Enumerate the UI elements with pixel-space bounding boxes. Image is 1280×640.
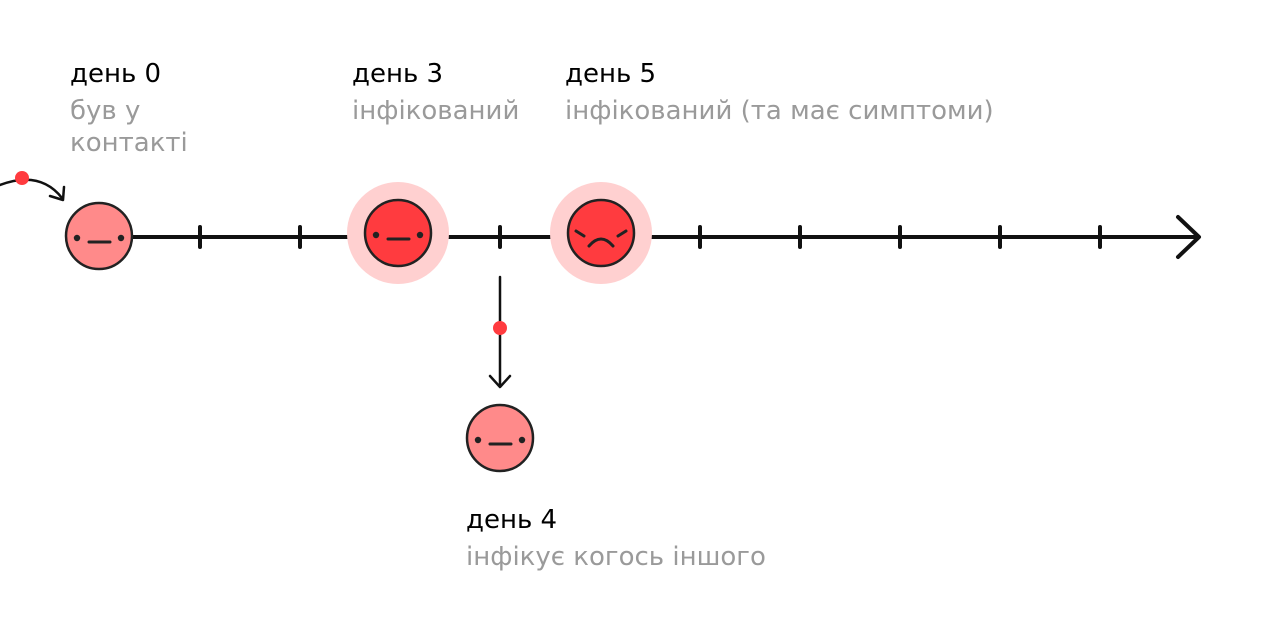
event-desc: інфікований (та має симптоми) (565, 95, 994, 126)
face-day5-sad-icon (550, 182, 652, 284)
event-label-day0: день 0 був у контакті (70, 58, 230, 160)
transmission-dot (15, 171, 29, 185)
timeline-ticks (198, 225, 1102, 249)
event-desc: інфікований (352, 95, 520, 126)
face-day3-infected-icon (347, 182, 449, 284)
event-label-day5: день 5 інфікований (та має симптоми) (565, 58, 1165, 127)
face-day4-neutral-icon (465, 403, 535, 473)
incoming-contact-arrow (0, 171, 66, 202)
event-label-day4: день 4 інфікує когось іншого (466, 504, 986, 573)
event-label-day3: день 3 інфікований (352, 58, 572, 127)
event-desc: був у контакті (70, 95, 188, 159)
face-day0-neutral-icon (64, 201, 134, 271)
transmission-dot (493, 321, 507, 335)
event-day: день 0 (70, 59, 162, 89)
event-desc: інфікує когось іншого (466, 541, 766, 572)
event-day: день 3 (352, 59, 444, 89)
event-day: день 4 (466, 505, 558, 535)
transmission-arrow-down (488, 275, 512, 389)
timeline-arrowhead (1176, 215, 1201, 259)
event-day: день 5 (565, 59, 657, 89)
